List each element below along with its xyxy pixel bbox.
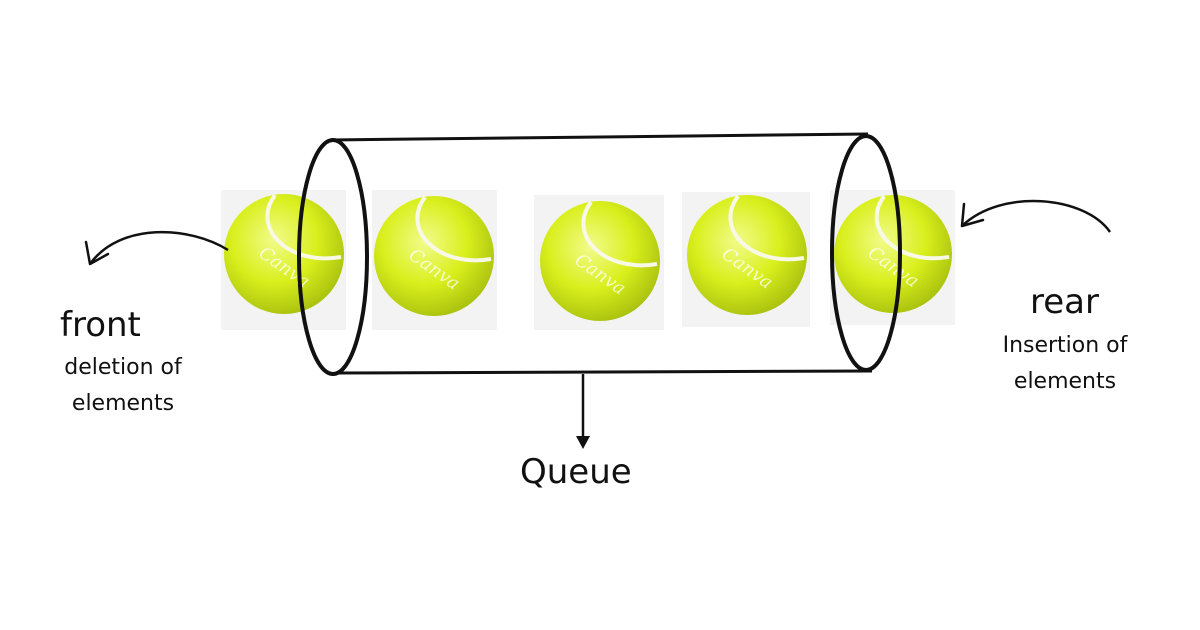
ball-seam (415, 195, 492, 263)
tube-bottom-edge (335, 369, 873, 375)
rear-label: rear (1030, 282, 1099, 322)
front-description-line-2: elements (71, 391, 175, 416)
rear-arrow (960, 199, 1112, 233)
tube-right-ring (830, 134, 902, 372)
tennis-ball: Canva (372, 190, 497, 330)
ball-seam (874, 194, 950, 261)
ball-body (834, 195, 952, 313)
ball-body (540, 201, 660, 321)
tube-top-edge (329, 132, 869, 142)
ball-seam (728, 194, 805, 262)
queue-down-arrow (576, 374, 590, 449)
tennis-ball: Canva (682, 192, 810, 327)
front-label: front (60, 305, 141, 345)
front-description: deletion of elements (42, 350, 204, 422)
ball-seam (581, 200, 658, 268)
tennis-ball: Canva (534, 195, 664, 330)
queue-label: Queue (520, 452, 632, 492)
front-description-line-1: deletion of (64, 355, 182, 380)
ball-body (374, 196, 494, 316)
front-arrow (84, 230, 229, 266)
queue-tube (329, 132, 873, 375)
rear-description-line-2: elements (1013, 369, 1117, 394)
ball-body (687, 195, 807, 315)
tennis-ball: Canva (830, 190, 955, 325)
rear-description-line-1: Insertion of (1002, 333, 1128, 358)
ball-body (224, 194, 344, 314)
tennis-ball: Canva (221, 190, 346, 330)
ball-seam (265, 193, 342, 261)
tube-left-ring (297, 138, 369, 376)
rear-description: Insertion of elements (980, 328, 1150, 400)
